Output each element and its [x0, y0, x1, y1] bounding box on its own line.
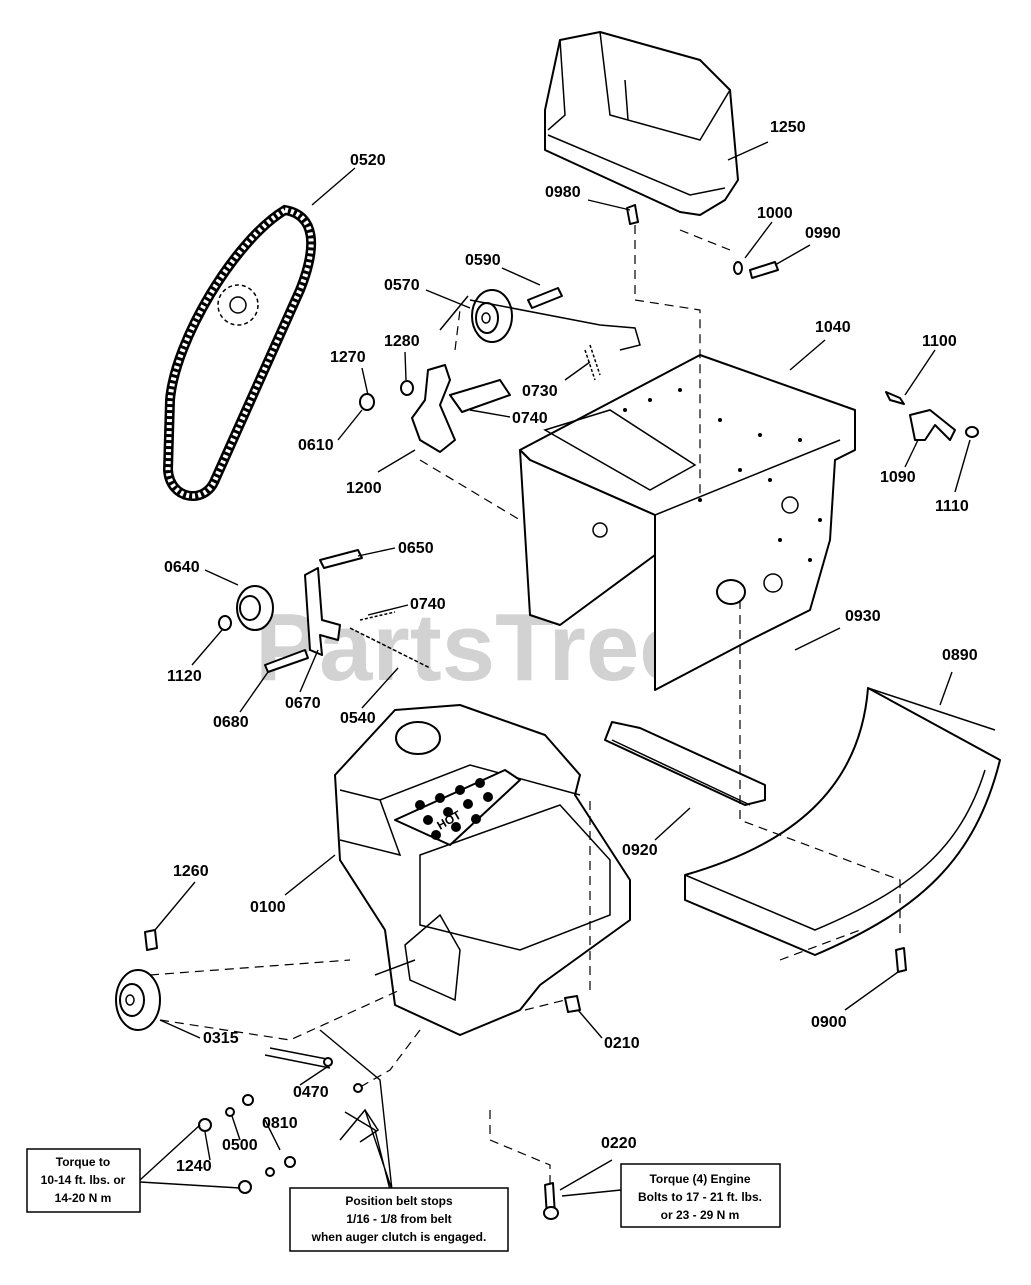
part-label: 0540	[340, 710, 376, 727]
part-label: 0930	[845, 608, 881, 625]
part-label: 0520	[350, 152, 386, 169]
part-label: 0900	[811, 1014, 847, 1031]
part-label: 0730	[522, 383, 558, 400]
svg-text:Bolts to 17 - 21 ft. lbs.: Bolts to 17 - 21 ft. lbs.	[638, 1190, 762, 1204]
svg-text:Position belt stops: Position belt stops	[345, 1194, 453, 1208]
part-label: 0570	[384, 277, 420, 294]
svg-text:Torque to: Torque to	[56, 1155, 110, 1169]
part-label: 1200	[346, 480, 382, 497]
belt-stops-part	[198, 1047, 380, 1194]
watermark: PartsTree	[255, 594, 693, 701]
engine-fasteners	[543, 947, 907, 1220]
part-label: 0210	[604, 1035, 640, 1052]
svg-text:1/16 - 1/8 from belt: 1/16 - 1/8 from belt	[346, 1212, 451, 1226]
part-label: 1000	[757, 205, 793, 222]
part-label: 0810	[262, 1115, 298, 1132]
idler-arm-part	[359, 364, 511, 453]
engine-part: HOT	[334, 704, 631, 1036]
note-belt-stops: Position belt stops 1/16 - 1/8 from belt…	[289, 1187, 509, 1252]
engine-pulley-part	[115, 929, 161, 1031]
part-label: 1100	[922, 333, 957, 350]
svg-text:14-20 N m: 14-20 N m	[55, 1191, 112, 1205]
part-label: 0740	[410, 596, 446, 613]
part-label: 0990	[805, 225, 841, 242]
note-engine-bolts: Torque (4) Engine Bolts to 17 - 21 ft. l…	[620, 1163, 781, 1228]
part-label: 0500	[222, 1137, 258, 1154]
drive-belt-part	[162, 204, 317, 501]
part-label: 0670	[285, 695, 321, 712]
part-label: 0590	[465, 252, 501, 269]
part-label: 0315	[203, 1030, 239, 1047]
part-label: 0980	[545, 184, 581, 201]
part-label: 0220	[601, 1135, 637, 1152]
part-label: 0740	[512, 410, 548, 427]
engine-cover-part	[684, 687, 1001, 956]
part-label: 0920	[622, 842, 658, 859]
lower-idler-assembly	[218, 549, 431, 673]
frame-housing-part	[519, 354, 856, 691]
part-label: 0640	[164, 559, 200, 576]
part-label: 1090	[880, 469, 916, 486]
part-label: 1040	[815, 319, 851, 336]
bracket-part	[885, 391, 979, 441]
svg-text:when auger clutch is engaged.: when auger clutch is engaged.	[311, 1230, 487, 1244]
support-bracket-part	[604, 721, 766, 806]
part-label: 1110	[935, 498, 969, 515]
part-label: 1280	[384, 333, 420, 350]
belt-cover-part	[544, 31, 739, 216]
part-label: 0470	[293, 1084, 329, 1101]
part-label: 0650	[398, 540, 434, 557]
svg-text:Torque (4) Engine: Torque (4) Engine	[649, 1172, 750, 1186]
alignment-lines	[149, 225, 901, 1185]
svg-text:or 23 - 29 N m: or 23 - 29 N m	[661, 1208, 740, 1222]
cover-fasteners	[626, 204, 779, 279]
part-label: 1250	[770, 119, 806, 136]
part-label: 1240	[176, 1158, 212, 1175]
part-label: 1260	[173, 863, 209, 880]
part-label: 0680	[213, 714, 249, 731]
part-label: 1270	[330, 349, 366, 366]
part-label: 0100	[250, 899, 286, 916]
leader-lines	[139, 141, 971, 1197]
idler-rod-part	[439, 295, 641, 381]
note-torque-bolts: Torque to 10-14 ft. lbs. or 14-20 N m	[26, 1148, 141, 1213]
part-label: 0890	[942, 647, 978, 664]
part-label: 1120	[167, 668, 202, 685]
idler-pulley-part	[471, 287, 563, 343]
svg-text:10-14 ft. lbs. or: 10-14 ft. lbs. or	[41, 1173, 126, 1187]
part-number-labels: 1250 0980 1000 0990 0520 0590 0570 1280 …	[164, 119, 978, 1175]
part-label: 0610	[298, 437, 334, 454]
